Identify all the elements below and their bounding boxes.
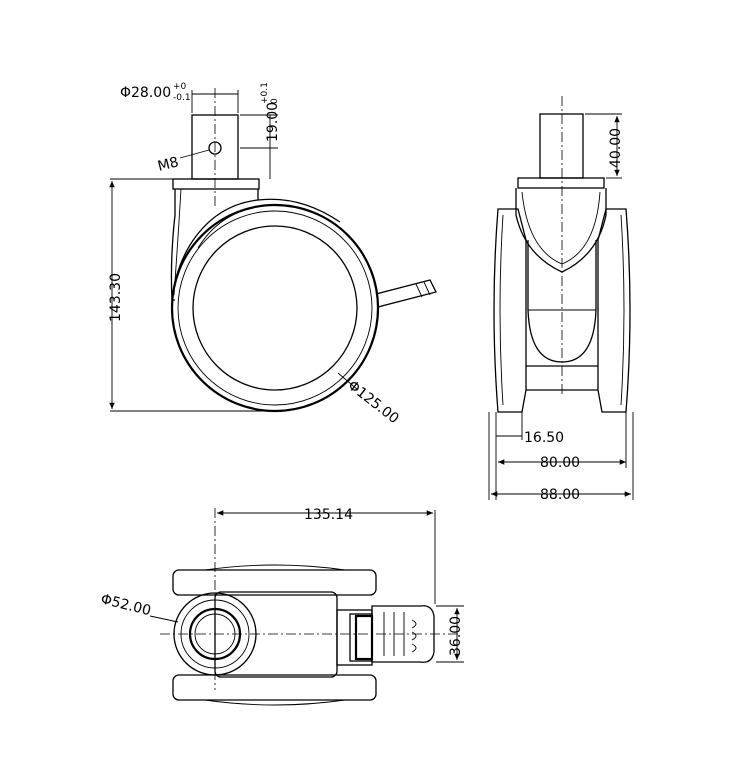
top-plate xyxy=(172,178,260,190)
dim-wheel-diameter: Φ125.00 xyxy=(345,378,402,428)
dim-hub-diameter: Φ52.00 xyxy=(99,591,152,619)
wheel-rim xyxy=(192,225,358,391)
dim-thread: M8 xyxy=(156,154,180,175)
dim-shaft-diameter-tol-upper: +0 xyxy=(173,82,187,92)
front-view xyxy=(488,96,634,500)
top-wheel xyxy=(172,569,377,596)
brake-lever xyxy=(375,279,437,308)
dim-overall-length: 135.14 xyxy=(304,507,353,523)
bottom-wheel xyxy=(172,674,377,701)
dim-shaft-height-tol-upper: +0.1 xyxy=(260,82,270,104)
dim-tread-width: 16.50 xyxy=(524,430,564,446)
dim-shaft-diameter-tol-lower: -0.1 xyxy=(173,93,191,103)
dim-overall-width: 88.00 xyxy=(540,487,580,503)
dim-total-height: 143.30 xyxy=(108,273,124,322)
top-view xyxy=(149,508,464,706)
dim-shaft-height-tol-lower: 0 xyxy=(270,98,280,104)
right-wheel xyxy=(597,208,631,413)
front-plate xyxy=(517,177,605,189)
wheel-outer xyxy=(170,203,380,413)
body xyxy=(214,591,338,678)
dim-shaft-diameter: Φ28.00 xyxy=(120,85,171,101)
front-shaft xyxy=(539,113,584,179)
left-wheel xyxy=(493,208,527,413)
side-view xyxy=(109,88,437,413)
dim-stem-height: 40.00 xyxy=(608,128,624,168)
dim-inner-width: 80.00 xyxy=(540,455,580,471)
dim-brake-width: 36.00 xyxy=(448,616,464,656)
wheel-tread xyxy=(177,210,373,406)
brake-pedal xyxy=(371,605,435,663)
brake-mount xyxy=(336,609,373,666)
dim-shaft-height: 19.00 xyxy=(265,102,281,142)
